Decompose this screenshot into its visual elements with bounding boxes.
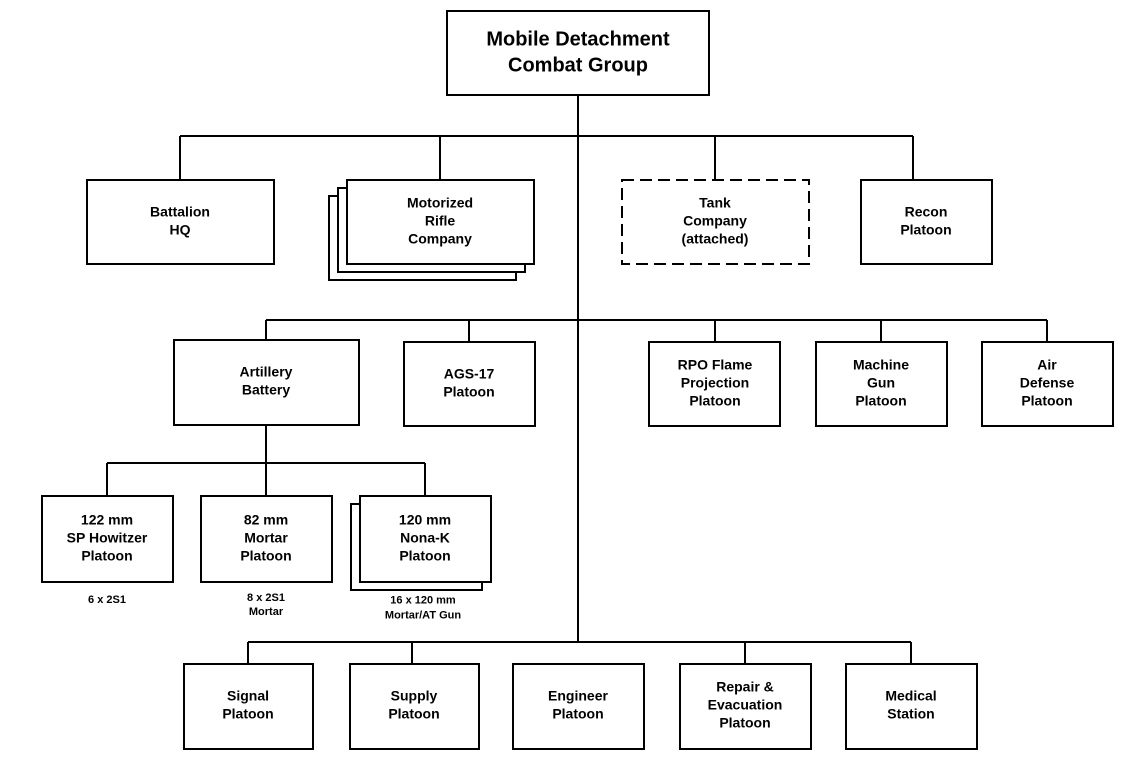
label-line: 82 mm: [244, 512, 288, 528]
label-line: Supply: [391, 688, 438, 704]
label-line: Battery: [242, 382, 290, 398]
label-line: Recon: [905, 204, 948, 220]
label-line: Company: [408, 231, 472, 247]
label-line: SP Howitzer: [67, 530, 148, 546]
label-line: Mortar: [244, 530, 288, 546]
label-line: Defense: [1020, 375, 1075, 391]
label-line: Platoon: [719, 715, 770, 731]
label-line: AGS-17: [444, 366, 495, 382]
label-line: Mobile Detachment: [486, 28, 670, 50]
label-line: Platoon: [443, 384, 494, 400]
label-line: 6 x 2S1: [88, 594, 126, 606]
label-line: Rifle: [425, 213, 456, 229]
label-line: Platoon: [388, 706, 439, 722]
label-line: Platoon: [240, 548, 291, 564]
label-line: Engineer: [548, 688, 608, 704]
label-line: Air: [1037, 357, 1057, 373]
nona-k-platoon-label: 120 mm Nona-K Platoon: [399, 512, 451, 564]
label-line: Machine: [853, 357, 909, 373]
label-line: Platoon: [689, 393, 740, 409]
label-line: Platoon: [81, 548, 132, 564]
label-line: Station: [887, 706, 934, 722]
label-line: Projection: [681, 375, 749, 391]
label-line: Platoon: [222, 706, 273, 722]
label-line: Motorized: [407, 195, 473, 211]
label-line: Platoon: [399, 548, 450, 564]
label-line: Platoon: [1021, 393, 1072, 409]
label-line: Tank: [699, 195, 731, 211]
label-line: Platoon: [900, 222, 951, 238]
label-line: Signal: [227, 688, 269, 704]
label-line: Evacuation: [708, 697, 783, 713]
label-line: 8 x 2S1: [247, 592, 285, 604]
label-line: Mortar/AT Gun: [385, 609, 461, 621]
label-line: 16 x 120 mm: [390, 594, 456, 606]
label-line: RPO Flame: [678, 357, 753, 373]
sp-howitzer-equipment-note: 6 x 2S1: [88, 594, 126, 606]
label-line: Artillery: [240, 364, 293, 380]
label-line: (attached): [682, 231, 749, 247]
connectors: [106, 95, 1048, 664]
label-line: Company: [683, 213, 747, 229]
label-line: Mortar: [249, 606, 284, 618]
label-line: Battalion: [150, 204, 210, 220]
nona-k-platoon-node: 120 mm Nona-K Platoon 16 x 120 mm Mortar/AT…: [350, 495, 492, 621]
label-line: Medical: [885, 688, 936, 704]
label-line: HQ: [170, 222, 191, 238]
label-line: Combat Group: [508, 54, 648, 76]
label-line: Repair &: [716, 679, 774, 695]
label-line: 122 mm: [81, 512, 133, 528]
label-line: 120 mm: [399, 512, 451, 528]
label-line: Platoon: [552, 706, 603, 722]
label-line: Nona-K: [400, 530, 450, 546]
label-line: Platoon: [855, 393, 906, 409]
nona-k-equipment-note: 16 x 120 mm Mortar/AT Gun: [385, 594, 461, 621]
label-line: Gun: [867, 375, 895, 391]
